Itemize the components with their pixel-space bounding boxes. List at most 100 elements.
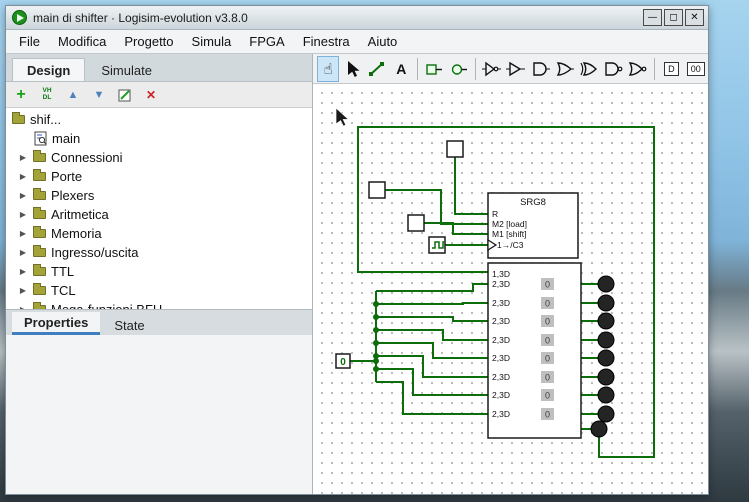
expand-arrow-icon[interactable]: ▶	[19, 267, 27, 276]
main-area: ☝ A	[313, 54, 708, 494]
tree-item-library[interactable]: ▶ TTL	[6, 262, 312, 281]
poke-tool-button[interactable]: ☝	[317, 55, 340, 82]
menu-file[interactable]: File	[19, 34, 40, 49]
led-output[interactable]	[597, 405, 615, 423]
move-up-button[interactable]: ▲	[67, 88, 79, 101]
register-value-box[interactable]	[541, 297, 554, 309]
library-label: TCL	[51, 283, 76, 298]
input-pin-load[interactable]	[368, 181, 386, 199]
tree-item-project[interactable]: shif...	[6, 110, 312, 129]
menu-finestra[interactable]: Finestra	[302, 34, 350, 49]
register-value-box[interactable]	[541, 278, 554, 290]
led-output[interactable]	[597, 386, 615, 404]
xor-gate-button[interactable]	[578, 56, 600, 82]
nand-gate-button[interactable]	[603, 56, 625, 82]
edit-tool-button[interactable]	[341, 56, 363, 82]
main-toolbar: ☝ A	[313, 54, 708, 84]
buffer-gate-button[interactable]	[505, 56, 527, 82]
expand-arrow-icon[interactable]: ▶	[19, 229, 27, 238]
input-pin-data[interactable]	[335, 353, 351, 369]
register-value-box[interactable]	[541, 352, 554, 364]
and-gate-button[interactable]	[530, 56, 552, 82]
library-label: TTL	[51, 264, 75, 279]
tree-item-library[interactable]: ▶ Ingresso/uscita	[6, 243, 312, 262]
register-value-box[interactable]	[541, 334, 554, 346]
tree-item-main-circuit[interactable]: main	[6, 129, 312, 148]
output-pin-tool-button[interactable]	[448, 56, 470, 82]
or-gate-button[interactable]	[554, 56, 576, 82]
dff-tool-button[interactable]: D	[660, 56, 682, 82]
register-value-box[interactable]	[541, 315, 554, 327]
wiring-tool-button[interactable]	[366, 56, 388, 82]
tab-simulate[interactable]: Simulate	[101, 63, 152, 78]
add-circuit-button[interactable]: +	[16, 85, 26, 103]
nand-gate-icon	[605, 61, 623, 76]
led-serial-out[interactable]	[590, 420, 608, 438]
not-gate-button[interactable]	[481, 56, 503, 82]
led-output[interactable]	[597, 331, 615, 349]
circuit-canvas[interactable]: SRG8 R M2 [load] M1 [shift] 1→/C3 1,3D 2…	[313, 84, 708, 494]
expand-arrow-icon[interactable]: ▶	[19, 172, 27, 181]
menu-simula[interactable]: Simula	[191, 34, 232, 49]
chip-pin-label: M1 [shift]	[492, 229, 526, 239]
clock-input-triangle	[487, 238, 498, 252]
expand-arrow-icon[interactable]: ▶	[18, 305, 28, 309]
input-pin-shift[interactable]	[407, 214, 425, 232]
edit-appearance-button[interactable]	[116, 85, 134, 105]
register-value: 0	[545, 317, 550, 327]
tree-item-library[interactable]: ▶ Plexers	[6, 186, 312, 205]
register-value: 0	[545, 354, 550, 364]
led-output[interactable]	[597, 275, 615, 293]
expand-arrow-icon[interactable]: ▶	[19, 191, 27, 200]
register-value-box[interactable]	[541, 389, 554, 401]
menu-aiuto[interactable]: Aiuto	[367, 34, 398, 49]
register-value-box[interactable]	[541, 371, 554, 383]
tab-state[interactable]: State	[114, 318, 145, 333]
led-output[interactable]	[597, 349, 615, 367]
tree-item-library[interactable]: ▶ Mega-funzioni BFH	[6, 300, 312, 309]
input-pin-reset[interactable]	[446, 140, 464, 158]
register-value-box[interactable]	[541, 408, 554, 420]
maximize-button[interactable]: ◻	[664, 9, 683, 26]
input-pin-tool-button[interactable]	[423, 56, 445, 82]
tab-properties[interactable]: Properties	[12, 312, 101, 335]
menu-fpga[interactable]: FPGA	[249, 34, 285, 49]
tab-design[interactable]: Design	[12, 58, 86, 81]
xor-gate-icon	[580, 61, 598, 76]
nor-gate-button[interactable]	[627, 56, 649, 82]
minimize-button[interactable]: —	[643, 9, 662, 26]
expand-arrow-icon[interactable]: ▶	[19, 248, 27, 257]
register-row-label: 2,3D	[492, 316, 510, 326]
chip-title: SRG8	[520, 197, 546, 208]
tree-item-library[interactable]: ▶ Memoria	[6, 224, 312, 243]
register-body[interactable]	[487, 262, 582, 439]
expand-arrow-icon[interactable]: ▶	[19, 286, 27, 295]
titlebar[interactable]: main di shifter · Logisim-evolution v3.8…	[6, 6, 708, 30]
expand-arrow-icon[interactable]: ▶	[19, 153, 27, 162]
close-button[interactable]: ✕	[685, 9, 704, 26]
tree-item-library[interactable]: ▶ Aritmetica	[6, 205, 312, 224]
counter-icon: 00	[686, 61, 705, 76]
tree-item-library[interactable]: ▶ Connessioni	[6, 148, 312, 167]
led-output[interactable]	[597, 312, 615, 330]
counter-tool-button[interactable]: 00	[685, 56, 707, 82]
delete-circuit-button[interactable]: ✕	[145, 87, 157, 102]
tree-item-library[interactable]: ▶ TCL	[6, 281, 312, 300]
led-output[interactable]	[597, 294, 615, 312]
move-down-button[interactable]: ▼	[93, 88, 105, 101]
text-tool-button[interactable]: A	[390, 56, 412, 82]
clock-pin[interactable]	[428, 236, 446, 254]
srg8-chip[interactable]	[487, 192, 579, 259]
library-label: Ingresso/uscita	[51, 245, 139, 260]
folder-icon	[33, 264, 46, 276]
and-gate-icon	[533, 61, 550, 76]
tree-item-library[interactable]: ▶ Porte	[6, 167, 312, 186]
expand-arrow-icon[interactable]: ▶	[19, 210, 27, 219]
led-output[interactable]	[597, 368, 615, 386]
menu-progetto[interactable]: Progetto	[124, 34, 174, 49]
clock-waveform-icon	[432, 241, 445, 249]
menu-modifica[interactable]: Modifica	[57, 34, 107, 49]
